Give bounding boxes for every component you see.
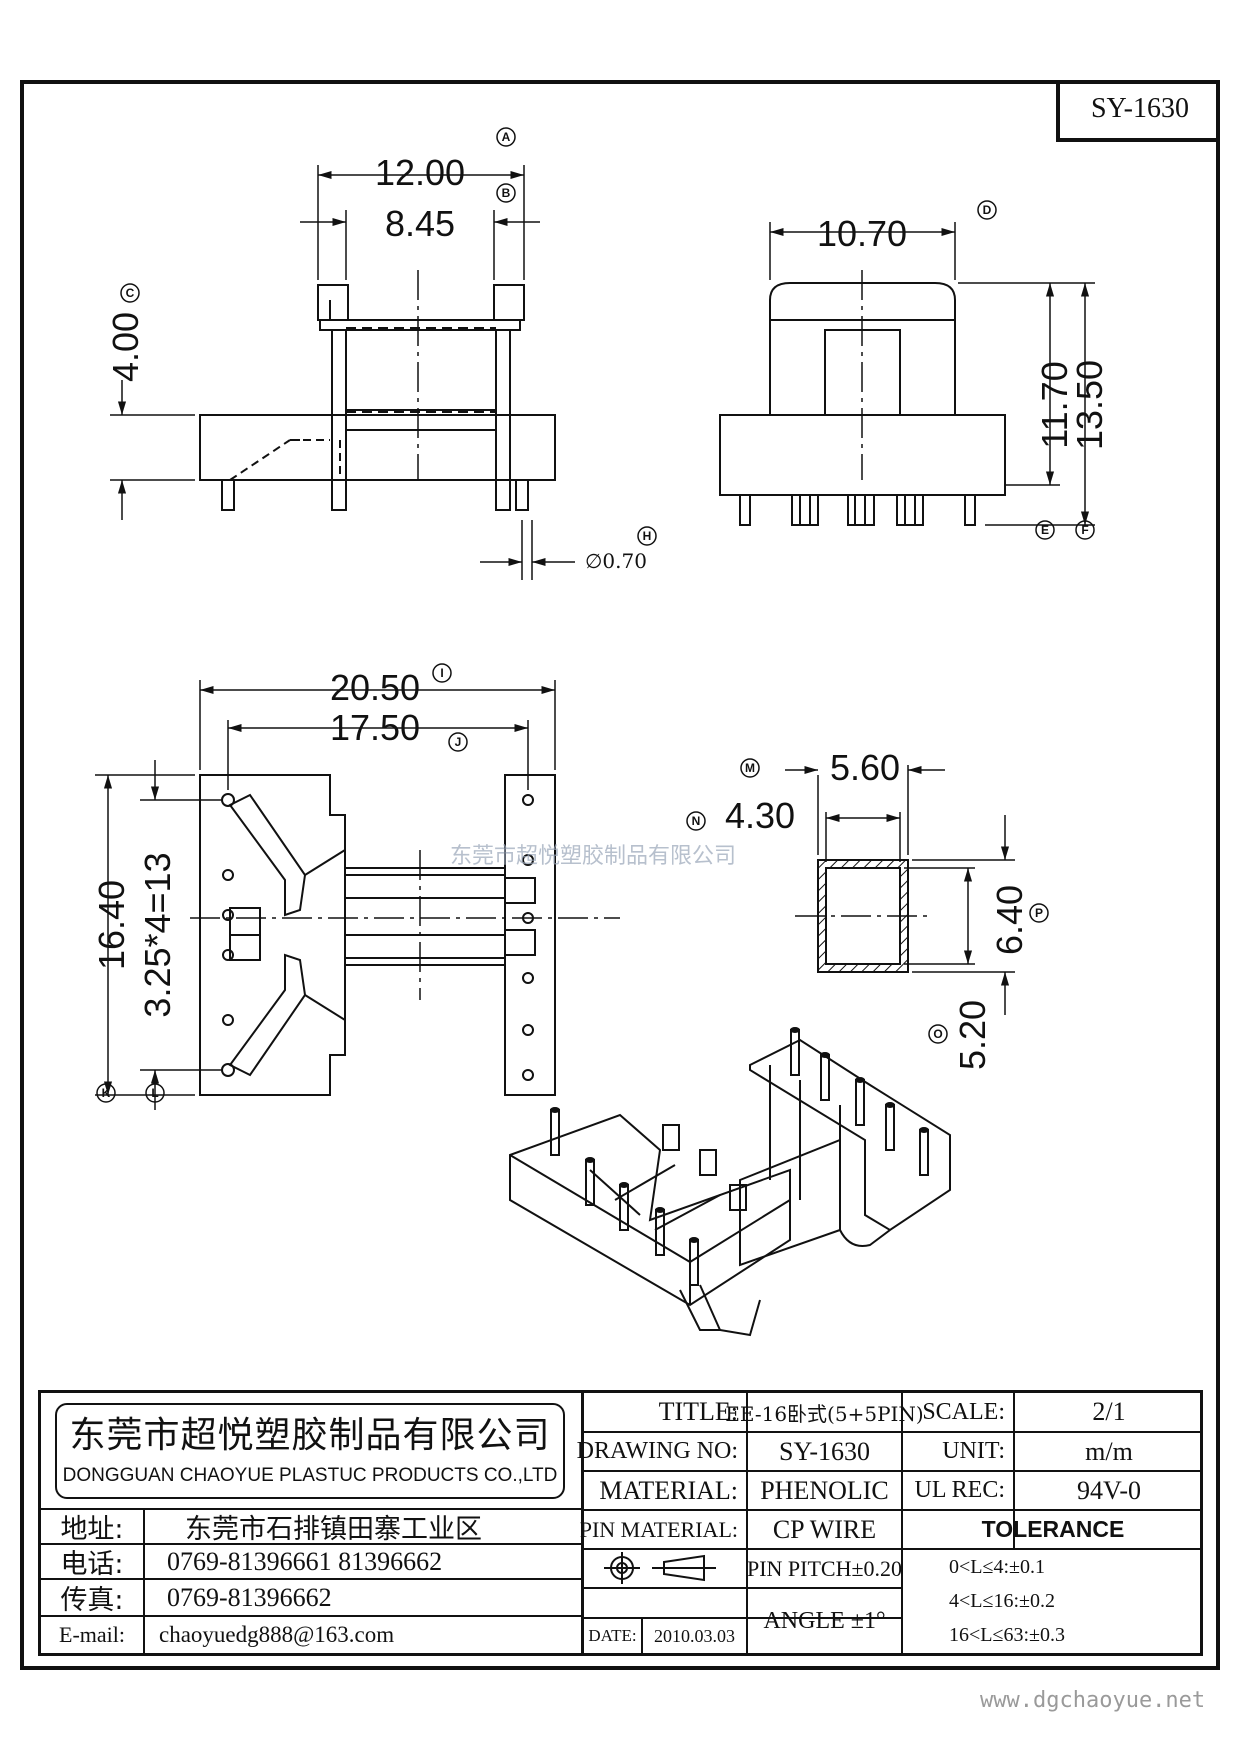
dim-core-height-inner: 5.20 [952,1000,993,1070]
marker-l: L [151,1086,158,1100]
address-value: 东莞市石排镇田寨工业区 [185,1514,482,1545]
pin-pitch: PIN PITCH±0.20 [746,1555,903,1581]
email-value: chaoyuedg888@163.com [159,1622,395,1647]
fax-value: 0769-81396662 [167,1582,332,1612]
company-logo-frame [55,1403,565,1499]
side-view [719,270,1006,526]
tolerance-range-2: 4<L≤16:±0.2 [949,1589,1056,1612]
dim-height-inner: 11.70 [1034,361,1075,448]
marker-h: H [643,529,652,543]
angle-tolerance: ANGLE ±1° [763,1607,886,1634]
core-section-view [795,859,930,973]
marker-p: P [1035,906,1043,920]
address-label: 地址: [60,1514,124,1545]
date-value: 2010.03.03 [654,1625,735,1646]
unit-label: UNIT: [942,1438,1005,1464]
ul-label: UL REC: [914,1477,1005,1503]
marker-b: B [502,186,511,200]
dim-length-overall: 20.50 [330,667,420,708]
marker-d: D [983,203,992,217]
dim-width-overall: 12.00 [375,152,465,193]
title-label: TITLE: [658,1397,738,1426]
marker-e: E [1041,523,1049,537]
email-label: E-mail: [59,1622,125,1647]
projection-symbol-icon [584,1550,746,1587]
marker-f: F [1081,523,1088,537]
tolerance-heading: TOLERANCE [981,1516,1125,1542]
title-block: 东莞市超悦塑胶制品有限公司 DONGGUAN CHAOYUE PLASTUC P… [38,1390,1203,1656]
marker-m: M [745,761,755,775]
dim-pin-spacing: 3.25*4=13 [137,852,178,1017]
scale-label: SCALE: [922,1398,1005,1425]
scale-value: 2/1 [1092,1397,1126,1426]
marker-c: C [126,286,135,300]
drawing-sheet-border [20,80,1220,1670]
drawing-no-label: DRAWING NO: [576,1438,738,1464]
tolerance-range-3: 16<L≤63:±0.3 [949,1624,1066,1646]
dim-height-left: 4.00 [105,312,146,382]
dim-core-outer: 5.60 [830,747,900,788]
fax-label: 传真: [60,1585,124,1616]
unit-value: m/m [1085,1436,1133,1466]
marker-a: A [502,130,511,144]
dim-height-overall: 13.50 [1069,360,1110,450]
pin-material-value: CP WIRE [772,1514,877,1544]
ul-value: 94V-0 [1076,1475,1142,1505]
company-name-en: DONGGUAN CHAOYUE PLASTUC PRODUCTS CO.,LT… [62,1465,558,1486]
isometric-view [509,1027,951,1337]
front-view-dimensions [110,165,575,580]
company-name-cn: 东莞市超悦塑胶制品有限公司 [69,1415,551,1456]
reference-markers [96,127,1095,1103]
title-value: EE-16卧式(5+5PIN) [725,1401,924,1426]
bottom-view [190,774,620,1096]
marker-n: N [692,814,701,828]
phone-value: 0769-81396661 81396662 [167,1546,443,1576]
dim-width-inner: 8.45 [385,203,455,244]
pin-material-label: PIN MATERIAL: [579,1516,738,1542]
drawing-no-value: SY-1630 [778,1436,870,1466]
marker-i: I [440,666,443,680]
website-watermark: www.dgchaoyue.net [980,1688,1206,1713]
drawing-number-box: SY-1630 [1056,80,1220,142]
tolerance-range-1: 0<L≤4:±0.1 [949,1555,1046,1578]
watermark: 东莞市超悦塑胶制品有限公司 [450,844,737,869]
dim-length-inner: 17.50 [330,707,420,748]
marker-k: K [102,1086,111,1100]
marker-o: O [933,1027,942,1041]
core-section-dimensions [785,765,1015,1015]
dim-core-inner: 4.30 [725,795,795,836]
dim-core-height-outer: 6.40 [989,885,1030,955]
marker-j: J [455,735,462,749]
front-view [199,270,556,511]
dim-width-base: 16.40 [91,880,132,970]
dim-pin-dia: ∅0.70 [585,549,647,573]
date-label: DATE: [588,1626,637,1645]
phone-label: 电话: [60,1549,124,1580]
bottom-view-dimensions [95,680,556,1110]
material-label: MATERIAL: [599,1475,738,1505]
material-value: PHENOLIC [760,1475,889,1505]
dim-width-side: 10.70 [817,213,907,254]
